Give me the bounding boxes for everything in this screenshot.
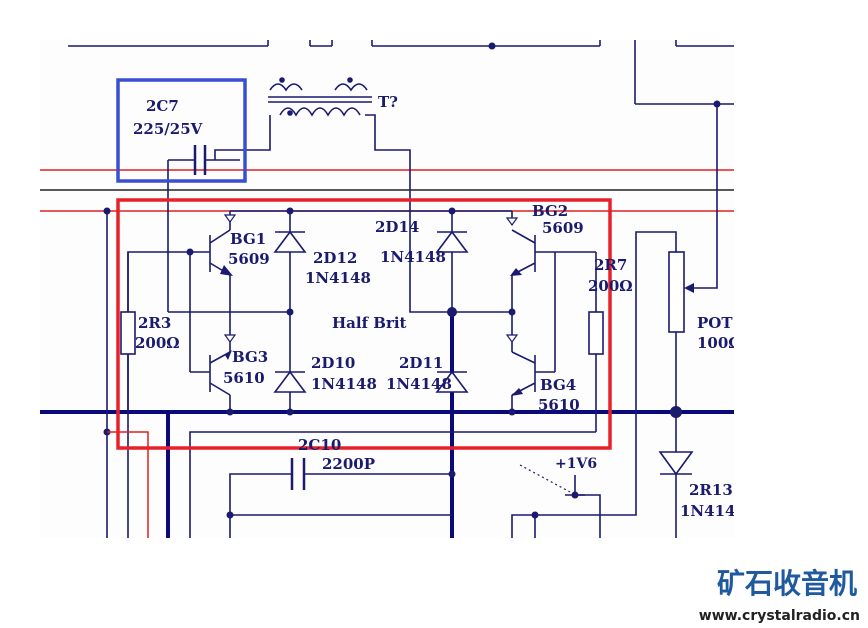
label-d11-ref: 2D11 [399,354,443,372]
diode-d11 [435,370,469,393]
label-bg3-val: 5610 [223,369,265,387]
highlight-box-c7 [116,78,247,183]
watermark: 矿石收音机 www.crystalradio.cn [699,567,860,624]
potentiometer [668,251,694,333]
resistor-r3 [120,311,136,355]
label-c10-ref: 2C10 [298,436,341,454]
diode-d14 [435,230,469,253]
highlight-box-bridge [116,198,612,450]
label-d12-ref: 2D12 [313,249,357,267]
label-r13-val: 1N4148 [680,502,746,520]
label-supply: +1V6 [555,456,597,472]
page-margin [734,40,868,540]
label-bg4-val: 5610 [538,396,580,414]
watermark-cn: 矿石收音机 [717,567,857,600]
label-pot-ref: POT [697,314,733,332]
label-d12-val: 1N4148 [305,269,371,287]
power-bus [40,312,734,538]
label-transformer: T? [378,93,398,111]
label-r3-val: 200Ω [135,334,180,352]
label-pot-val: 100Ω [697,334,742,352]
diode-r13 [658,451,694,476]
open-arrows [223,214,519,344]
label-bg1-ref: BG1 [230,230,266,248]
label-bg2-val: 5609 [542,219,584,237]
label-bg1-val: 5609 [228,250,270,268]
label-d10-ref: 2D10 [311,354,355,372]
resistor-r7 [588,311,604,355]
red-wires [107,431,149,538]
label-r3-ref: 2R3 [138,314,171,332]
label-bg4-ref: BG4 [540,376,576,394]
transistor-arrows [220,265,523,396]
label-d14-ref: 2D14 [375,218,419,236]
capacitor-c10 [290,458,306,490]
label-r7-ref: 2R7 [594,256,627,274]
transformer-t [268,77,372,117]
label-c7-val: 225/25V [133,120,203,138]
label-c7-ref: 2C7 [146,97,179,115]
schematic-sheet [40,40,734,538]
watermark-url: www.crystalradio.cn [699,608,860,624]
capacitor-c7 [193,145,207,175]
label-bg3-ref: BG3 [232,348,268,366]
label-c10-val: 2200P [322,455,375,473]
label-d10-val: 1N4148 [311,375,377,393]
diode-d12 [273,230,307,253]
label-r13-ref: 2R13 [689,481,733,499]
label-center: Half Brit [332,314,407,332]
component-labels: 2C7 225/25V T? BG1 5609 BG2 5609 BG3 561… [133,93,746,520]
diode-d10 [273,370,307,393]
label-bg2-ref: BG2 [532,202,568,220]
label-d11-val: 1N4148 [386,375,452,393]
label-d14-val: 1N4148 [380,248,446,266]
junction-dots [103,42,721,519]
label-r7-val: 200Ω [588,277,633,295]
